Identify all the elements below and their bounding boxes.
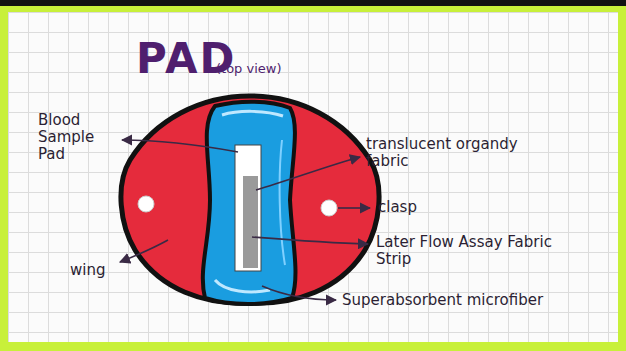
part-label: wing xyxy=(70,262,120,279)
part-label: translucent organdy fabric xyxy=(366,136,526,170)
leader-lines xyxy=(120,140,370,300)
part-label: clasp xyxy=(378,199,448,216)
assay-strip xyxy=(243,176,258,268)
wing-shape xyxy=(121,96,379,303)
view-note: (top view) xyxy=(216,60,306,77)
part-label: Blood Sample Pad xyxy=(38,112,118,163)
part-label: Later Flow Assay Fabric Strip xyxy=(376,234,581,268)
part-label: Superabsorbent microfiber xyxy=(342,292,612,309)
clasp xyxy=(321,200,337,216)
clasp xyxy=(138,196,154,212)
pad-body xyxy=(203,102,296,304)
organdy-fabric xyxy=(235,145,261,271)
